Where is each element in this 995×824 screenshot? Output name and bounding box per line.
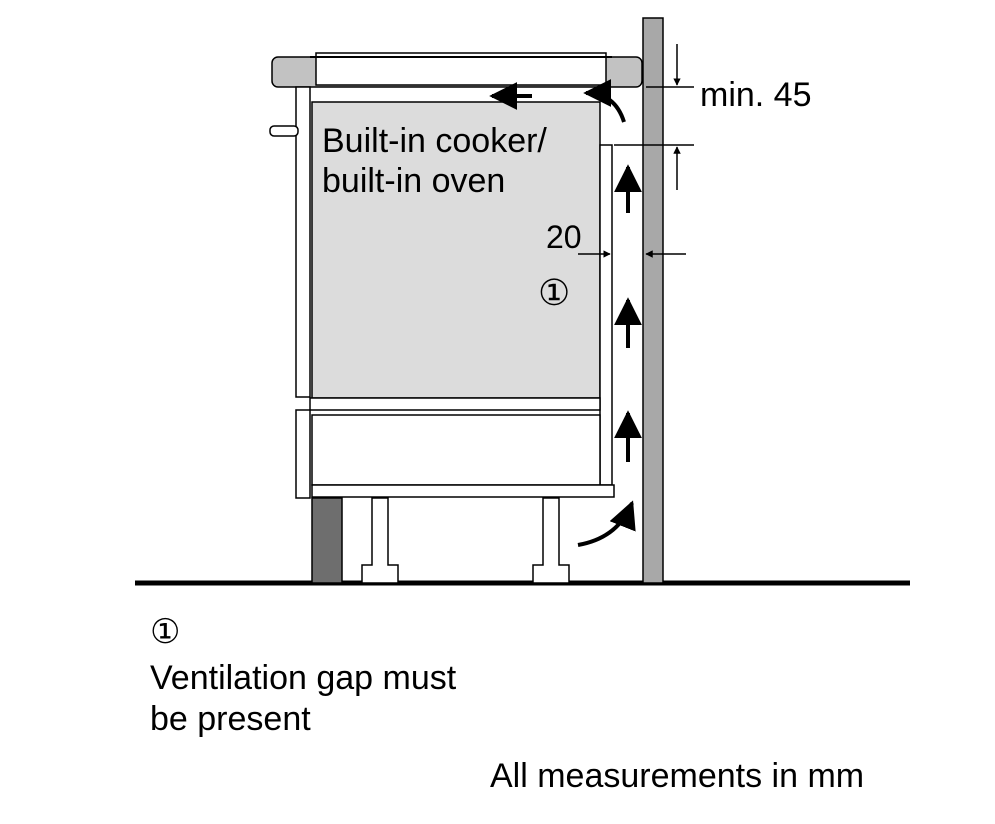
appliance-label-line1: Built-in cooker/ [322,122,547,160]
legend-marker: ① [150,613,181,651]
cabinet-side-panel [295,86,311,398]
shelf-plate [309,397,601,411]
units-note: All measurements in mm [490,757,865,795]
legend-text-line1: Ventilation gap must [150,659,457,697]
dim-top-label: min. 45 [700,76,812,114]
airflow-bottom-arrow [577,500,636,547]
wall [642,17,664,584]
drawer-front [311,414,601,486]
callout-marker: ① [538,272,570,313]
plinth [311,497,343,584]
legend-text-line2: be present [150,700,311,738]
airflow-top-curve-arrow [583,79,626,123]
cabinet-foot-left [361,497,399,584]
dim-side-label: 20 [546,219,582,255]
rear-panel [599,144,613,486]
cabinet-foot-right [532,497,570,584]
drawer-side [295,409,311,499]
cabinet-knob [269,125,299,137]
base-plate [311,484,615,498]
hob-top-surface [315,52,607,86]
appliance-label-line2: built-in oven [322,162,505,200]
